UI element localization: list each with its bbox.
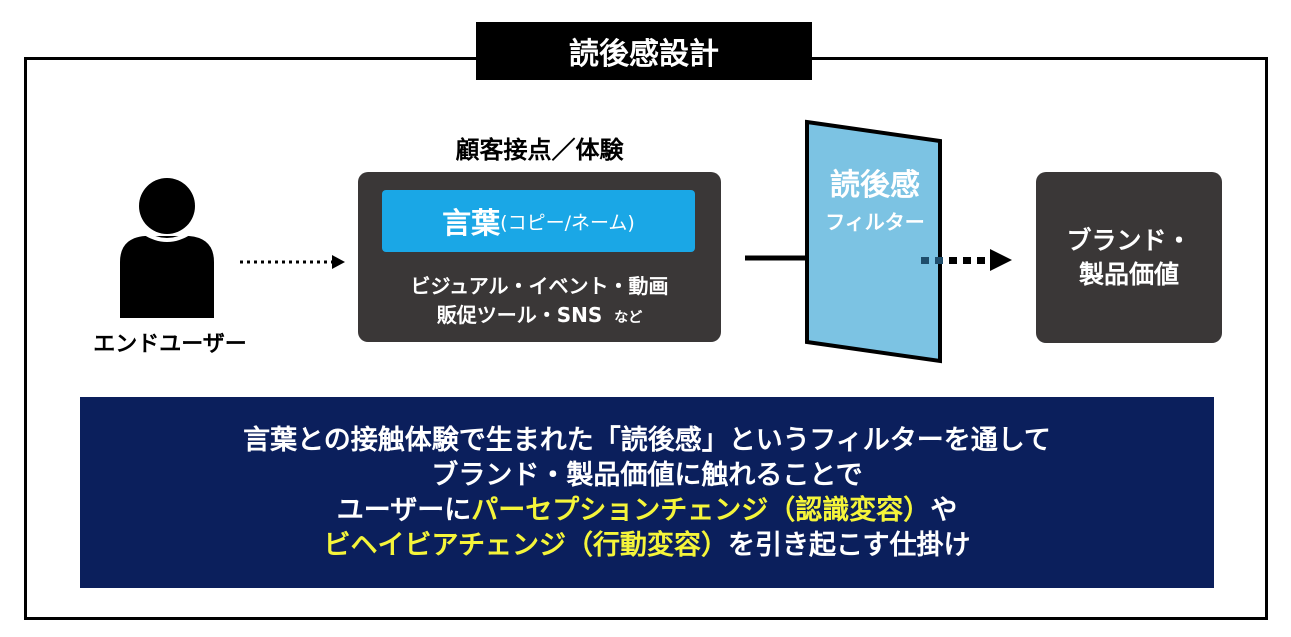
touchpoint-line-1: ビジュアル・イベント・動画: [410, 274, 669, 298]
summary-line-4b: を引き起こす仕掛け: [728, 529, 971, 561]
end-user-label: エンドユーザー: [93, 332, 247, 357]
diagram-title: 読後感設計: [476, 22, 812, 80]
readers-filter-panel: [805, 119, 942, 364]
behavior-change-highlight: ビヘイビアチェンジ（行動変容）: [323, 529, 728, 561]
summary-line-1: 言葉との接触体験で生まれた「読後感」というフィルターを通して: [243, 424, 1051, 456]
dotted-arrow-user-to-touchpoint: [240, 255, 345, 269]
summary-line-3a: ユーザーに: [336, 494, 472, 526]
summary-line-3: ユーザーにパーセプションチェンジ（認識変容）や: [337, 493, 957, 528]
brand-line-2: 製品価値: [1078, 259, 1179, 289]
summary-line-3c: や: [930, 494, 958, 526]
dotted-arrow-filter-to-brand: [921, 249, 1012, 271]
perception-change-highlight: パーセプションチェンジ（認識変容）: [471, 494, 931, 526]
filter-label-main: 読後感: [830, 168, 920, 203]
word-sub-label: (コピー/ネーム): [500, 211, 635, 234]
touchpoint-line-2-text: 販促ツール・SNS: [436, 303, 603, 327]
summary-line-2: ブランド・製品価値に触れることで: [431, 459, 863, 491]
word-main-label: 言葉: [442, 206, 501, 240]
filter-label-sub: フィルター: [825, 210, 925, 234]
touchpoint-line-2: 販促ツール・SNS など: [358, 299, 721, 328]
word-box: 言葉 (コピー/ネーム): [382, 190, 695, 252]
summary-box: 言葉との接触体験で生まれた「読後感」というフィルターを通して ブランド・製品価値…: [80, 397, 1214, 588]
touchpoint-heading: 顧客接点／体験: [455, 136, 624, 164]
touchpoint-etc: など: [614, 310, 643, 326]
brand-line-1: ブランド・: [1066, 225, 1192, 255]
summary-line-4: ビヘイビアチェンジ（行動変容）を引き起こす仕掛け: [324, 528, 971, 563]
brand-value-box: ブランド・ 製品価値: [1036, 172, 1222, 343]
user-icon: [120, 178, 214, 318]
